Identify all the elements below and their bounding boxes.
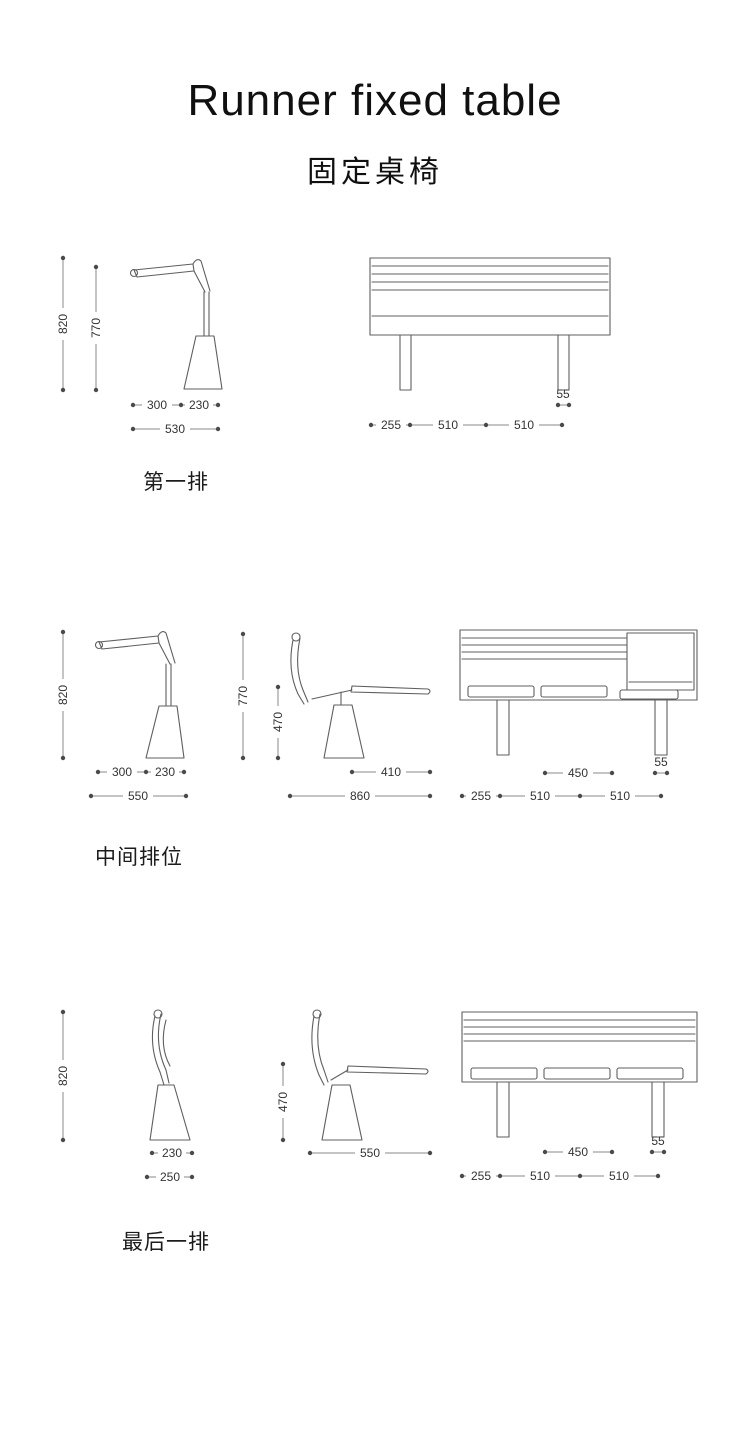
- first-row-dim-820: 820: [55, 255, 71, 393]
- first-row-dim-300-230: 300 230: [130, 398, 221, 412]
- first-row-dim-55: 55: [555, 387, 572, 408]
- first-row-front-view: [369, 257, 611, 391]
- dim-text: 255: [381, 418, 401, 432]
- dim-text: 770: [236, 686, 250, 706]
- dim-text: 55: [651, 1134, 665, 1148]
- last-row-dim-550: 550: [307, 1146, 433, 1160]
- dim-text: 510: [610, 789, 630, 803]
- first-row-side-view: [129, 259, 223, 390]
- dim-text: 300: [147, 398, 167, 412]
- dim-text: 510: [530, 789, 550, 803]
- dim-text: 55: [556, 387, 570, 401]
- last-row-side-view-2: [311, 1009, 429, 1141]
- dim-text: 55: [654, 755, 668, 769]
- first-row-dim-255-510-510: 255 510 510: [368, 418, 565, 432]
- dim-text: 255: [471, 789, 491, 803]
- first-row-dim-770: 770: [88, 264, 104, 393]
- middle-row-dim-820: 820: [55, 629, 71, 761]
- dim-text: 820: [56, 1066, 70, 1086]
- dim-text: 550: [360, 1146, 380, 1160]
- dim-text: 510: [438, 418, 458, 432]
- middle-row-dim-470: 470: [270, 684, 286, 761]
- dim-text: 255: [471, 1169, 491, 1183]
- dim-text: 820: [56, 685, 70, 705]
- dim-text: 770: [89, 318, 103, 338]
- middle-row-dim-300-230: 300 230: [95, 765, 187, 779]
- last-row-dim-230: 230: [149, 1146, 195, 1160]
- dim-text: 230: [155, 765, 175, 779]
- middle-row-side-view-1: [94, 631, 185, 759]
- first-row-label: 第一排: [143, 471, 209, 494]
- dim-text: 250: [160, 1170, 180, 1184]
- last-row-dim-55: 55: [649, 1134, 667, 1155]
- dim-text: 550: [128, 789, 148, 803]
- dim-text: 230: [162, 1146, 182, 1160]
- page-title: Runner fixed table: [187, 76, 563, 125]
- middle-row-side-view-2: [290, 632, 431, 759]
- dim-text: 470: [271, 712, 285, 732]
- dim-text: 530: [165, 422, 185, 436]
- dim-text: 510: [514, 418, 534, 432]
- middle-row-label: 中间排位: [95, 846, 183, 869]
- last-row-dim-450: 450: [542, 1145, 615, 1159]
- middle-row-dim-450: 450: [542, 766, 615, 780]
- dim-text: 470: [276, 1092, 290, 1112]
- dim-text: 450: [568, 1145, 588, 1159]
- dim-text: 300: [112, 765, 132, 779]
- middle-row-dim-860: 860: [287, 789, 433, 803]
- dim-text: 820: [56, 314, 70, 334]
- dim-text: 510: [609, 1169, 629, 1183]
- last-row-side-view-1: [149, 1009, 191, 1141]
- last-row-dim-255-510-510: 255 510 510: [459, 1169, 661, 1183]
- dim-text: 230: [189, 398, 209, 412]
- dim-text: 450: [568, 766, 588, 780]
- middle-row-dim-410: 410: [349, 765, 433, 779]
- middle-row-front-view: [459, 629, 698, 756]
- middle-row-dim-255-510-510: 255 510 510: [459, 789, 664, 803]
- dim-text: 510: [530, 1169, 550, 1183]
- dim-text: 860: [350, 789, 370, 803]
- last-row-front-view: [461, 1011, 698, 1138]
- last-row-dim-470: 470: [275, 1061, 291, 1143]
- middle-row-dim-770: 770: [235, 631, 251, 761]
- middle-row-dim-550: 550: [88, 789, 189, 803]
- first-row-dim-530: 530: [130, 422, 221, 436]
- middle-row-dim-55: 55: [652, 755, 670, 776]
- page-subtitle: 固定桌椅: [307, 156, 443, 189]
- last-row-dim-820: 820: [55, 1009, 71, 1143]
- last-row-dim-250: 250: [144, 1170, 195, 1184]
- last-row-label: 最后一排: [122, 1231, 210, 1254]
- dim-text: 410: [381, 765, 401, 779]
